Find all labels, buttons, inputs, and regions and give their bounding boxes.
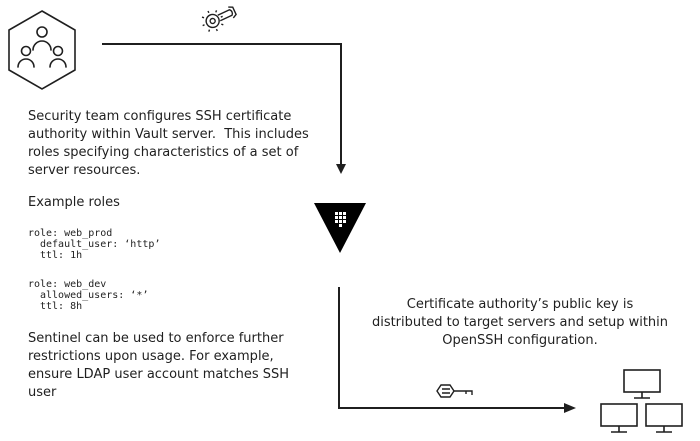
- role-block-web-dev: role: web_dev allowed_users: ‘*’ ttl: 8h: [28, 279, 148, 312]
- key-icon: [436, 384, 473, 398]
- gear-wrench-icon: [201, 6, 237, 32]
- distribution-line: Certificate authority’s public key is: [406, 297, 634, 312]
- role-ttl: ttl: 8h: [40, 301, 83, 312]
- distribution-line: distributed to target servers and setup …: [371, 315, 669, 330]
- distribution-arrowhead: [564, 403, 576, 413]
- description-line: roles specifying characteristics of a se…: [28, 145, 299, 160]
- role-block-web-prod: role: web_prod default_user: ‘http’ ttl:…: [28, 228, 160, 261]
- sentinel-line: Sentinel can be used to enforce further: [28, 331, 284, 346]
- role-user: default_user: ‘http’: [40, 239, 161, 250]
- description-line: authority within Vault server. This incl…: [28, 127, 309, 142]
- config-flow-arrow: [102, 43, 342, 166]
- server-monitors-icon: [600, 369, 683, 433]
- distribution-line: OpenSSH configuration.: [442, 333, 598, 348]
- vault-logo-icon: [314, 203, 366, 253]
- config-arrowhead: [336, 164, 346, 174]
- sentinel-line: user: [28, 385, 57, 400]
- description-text: Security team configures SSH certificate…: [28, 108, 328, 180]
- team-icon: [8, 10, 76, 90]
- sentinel-line: restrictions upon usage. For example,: [28, 349, 274, 364]
- role-name: role: web_prod: [28, 228, 113, 239]
- distribution-text: Certificate authority’s public key is di…: [350, 296, 690, 350]
- example-roles-heading: Example roles: [28, 195, 120, 210]
- role-ttl: ttl: 1h: [40, 250, 83, 261]
- sentinel-line: ensure LDAP user account matches SSH: [28, 367, 290, 382]
- description-line: server resources.: [28, 163, 141, 178]
- role-name: role: web_dev: [28, 279, 107, 290]
- role-user: allowed_users: ‘*’: [40, 290, 149, 301]
- sentinel-text: Sentinel can be used to enforce further …: [28, 330, 328, 402]
- distribution-flow-arrow: [338, 287, 566, 409]
- description-line: Security team configures SSH certificate: [28, 109, 292, 124]
